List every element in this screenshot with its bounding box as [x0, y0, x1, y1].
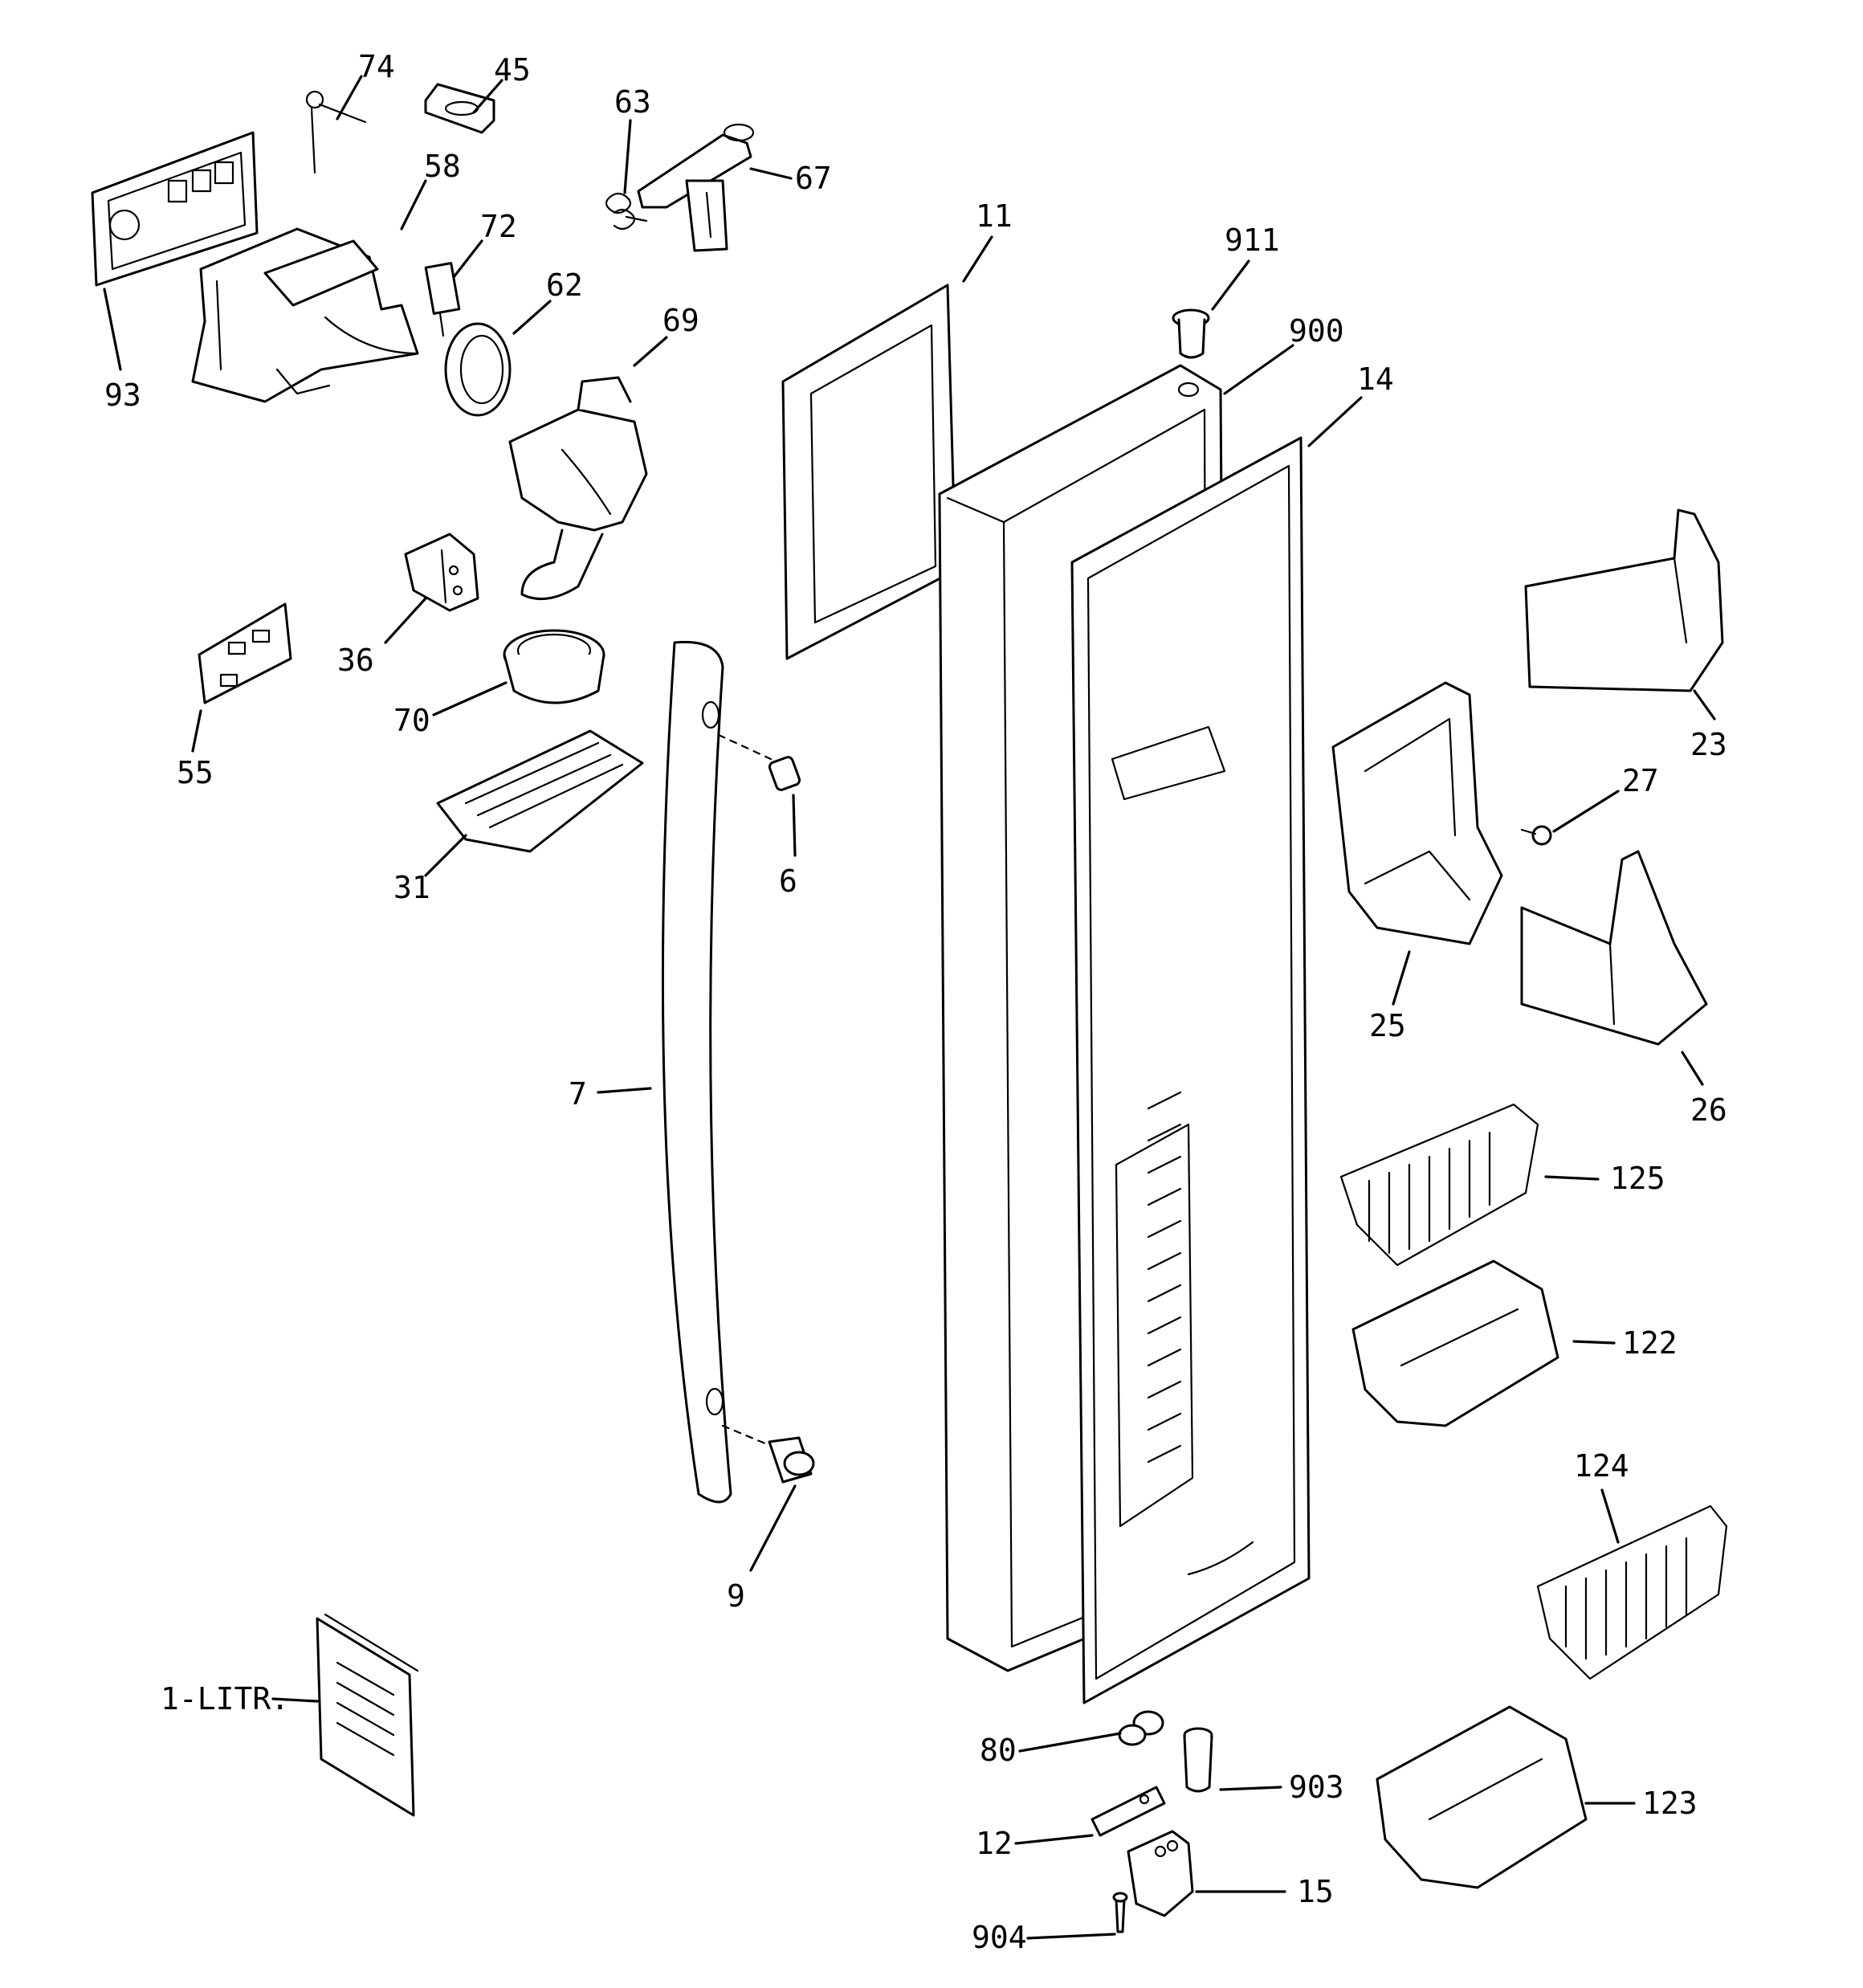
- callout-123: 123: [1642, 1786, 1698, 1821]
- callout-45: 45: [494, 52, 531, 88]
- callout-900: 900: [1289, 313, 1344, 349]
- callout-25: 25: [1369, 1008, 1406, 1043]
- part-93-control-panel: [91, 131, 259, 287]
- part-74-spring: [305, 90, 367, 174]
- callout-9: 9: [727, 1578, 745, 1614]
- part-26-bin: [1520, 850, 1708, 1046]
- callout-7: 7: [569, 1076, 587, 1112]
- callout-63: 63: [614, 84, 651, 120]
- part-904-screw: [1112, 1892, 1128, 1933]
- part-80-plug: [1118, 1710, 1164, 1746]
- callout-80: 80: [980, 1733, 1017, 1768]
- part-45-bracket: [424, 83, 495, 134]
- part-67-bracket: [637, 123, 755, 252]
- part-62-ring: [444, 322, 512, 417]
- part-25-bin: [1331, 681, 1503, 945]
- part-122-bin: [1351, 1259, 1559, 1427]
- part-123-bin: [1376, 1705, 1588, 1889]
- callout-69: 69: [662, 303, 699, 338]
- callout-labels: 74 45 63 67 58 72 93 62 69 11 911 900 14…: [104, 49, 1727, 1955]
- callout-122: 122: [1622, 1325, 1678, 1361]
- part-55-board: [198, 602, 292, 704]
- callout-36: 36: [337, 643, 374, 678]
- part-14-gasket: [1070, 436, 1311, 1704]
- part-11-frame: [781, 284, 957, 660]
- part-15-hinge: [1127, 1830, 1194, 1917]
- part-9-mount: [721, 1424, 815, 1484]
- callout-62: 62: [546, 267, 583, 303]
- callout-26: 26: [1690, 1092, 1727, 1128]
- part-27-screw: [1520, 825, 1552, 846]
- part-72-switch: [424, 262, 461, 337]
- callout-14: 14: [1357, 361, 1394, 397]
- part-911-bushing: [1172, 308, 1210, 359]
- callout-12: 12: [976, 1826, 1013, 1861]
- callout-55: 55: [177, 755, 214, 790]
- callout-904: 904: [972, 1920, 1027, 1955]
- callout-125: 125: [1610, 1161, 1665, 1196]
- part-903-pin: [1183, 1727, 1213, 1793]
- part-23-cover: [1524, 508, 1724, 692]
- callout-74: 74: [358, 49, 395, 84]
- callout-23: 23: [1690, 727, 1727, 762]
- part-1-litr-literature: [316, 1613, 419, 1817]
- callout-70: 70: [393, 703, 430, 738]
- part-12-hinge-bracket: [1090, 1786, 1166, 1837]
- callout-124: 124: [1574, 1448, 1629, 1484]
- callout-1-litr: 1-LITR.: [161, 1681, 289, 1717]
- callout-72: 72: [480, 209, 517, 244]
- callout-15: 15: [1297, 1874, 1334, 1909]
- part-69-ice-chute: [508, 376, 648, 601]
- part-125-wire-basket: [1339, 1103, 1539, 1267]
- callout-67: 67: [795, 161, 832, 196]
- callout-911: 911: [1225, 222, 1280, 258]
- part-70-grommet: [503, 629, 605, 704]
- part-6-screw: [717, 733, 801, 791]
- part-124-wire-basket: [1536, 1504, 1728, 1680]
- part-58-dispenser-housing: [191, 227, 419, 403]
- callout-27: 27: [1622, 763, 1659, 798]
- liner-shelf-ribs: [1147, 1091, 1182, 1463]
- callout-6: 6: [779, 863, 797, 899]
- callout-93: 93: [104, 378, 141, 413]
- part-31-drip-tray: [436, 729, 644, 853]
- callout-903: 903: [1289, 1770, 1344, 1805]
- callout-31: 31: [393, 870, 430, 905]
- part-7-handle: [661, 640, 732, 1504]
- part-36-bracket: [404, 533, 479, 612]
- leader-lines: [103, 75, 1716, 1940]
- callout-58: 58: [424, 149, 461, 184]
- callout-11: 11: [976, 198, 1013, 234]
- part-63-spring: [605, 192, 648, 231]
